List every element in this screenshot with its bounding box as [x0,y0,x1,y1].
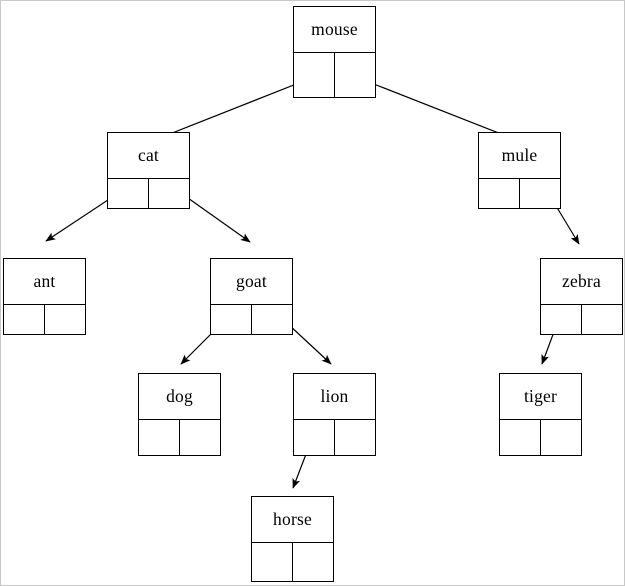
node-pointers-goat [211,305,292,334]
tree-node-dog[interactable]: dog [138,373,221,456]
node-pointers-mouse [294,53,375,97]
node-label-tiger: tiger [500,374,581,420]
node-label-ant: ant [4,259,85,305]
node-pointers-cat [108,179,189,208]
pointer-cell-right-horse[interactable] [293,543,334,581]
node-label-zebra: zebra [541,259,622,305]
pointer-cell-left-ant[interactable] [4,305,45,334]
node-pointers-zebra [541,305,622,334]
pointer-cell-left-mouse[interactable] [294,53,335,97]
tree-node-lion[interactable]: lion [293,373,376,456]
pointer-cell-right-mouse[interactable] [335,53,376,97]
tree-node-tiger[interactable]: tiger [499,373,582,456]
node-pointers-mule [479,179,560,208]
pointer-cell-right-dog[interactable] [180,420,221,455]
pointer-cell-left-dog[interactable] [139,420,180,455]
pointer-cell-right-mule[interactable] [520,179,561,208]
pointer-cell-right-goat[interactable] [252,305,293,334]
tree-node-mouse[interactable]: mouse [293,6,376,98]
node-label-mule: mule [479,133,560,179]
node-pointers-ant [4,305,85,334]
node-label-cat: cat [108,133,189,179]
tree-node-cat[interactable]: cat [107,132,190,209]
tree-node-goat[interactable]: goat [210,258,293,335]
pointer-cell-right-cat[interactable] [149,179,190,208]
node-label-mouse: mouse [294,7,375,53]
node-label-lion: lion [294,374,375,420]
pointer-cell-left-lion[interactable] [294,420,335,455]
pointer-cell-right-lion[interactable] [335,420,376,455]
node-pointers-dog [139,420,220,455]
pointer-cell-left-zebra[interactable] [541,305,582,334]
node-label-horse: horse [252,497,333,543]
pointer-cell-right-tiger[interactable] [541,420,582,455]
pointer-cell-right-ant[interactable] [45,305,86,334]
pointer-cell-left-horse[interactable] [252,543,293,581]
node-label-dog: dog [139,374,220,420]
tree-node-zebra[interactable]: zebra [540,258,623,335]
pointer-cell-left-tiger[interactable] [500,420,541,455]
node-pointers-tiger [500,420,581,455]
node-pointers-horse [252,543,333,581]
pointer-cell-left-goat[interactable] [211,305,252,334]
pointer-cell-left-mule[interactable] [479,179,520,208]
tree-node-mule[interactable]: mule [478,132,561,209]
tree-node-ant[interactable]: ant [3,258,86,335]
pointer-cell-left-cat[interactable] [108,179,149,208]
node-label-goat: goat [211,259,292,305]
tree-node-horse[interactable]: horse [251,496,334,582]
node-pointers-lion [294,420,375,455]
pointer-cell-right-zebra[interactable] [582,305,623,334]
